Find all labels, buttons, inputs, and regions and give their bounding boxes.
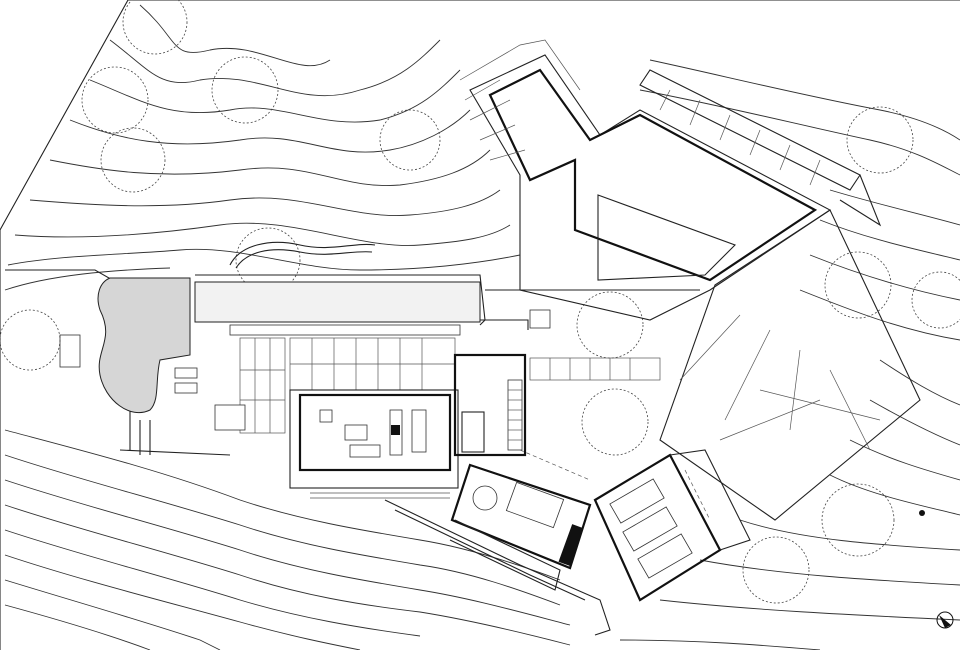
staircase [507, 379, 523, 451]
bathroom [461, 411, 485, 453]
car [622, 506, 678, 552]
swimming-pool [97, 277, 191, 413]
kitchen-wing [450, 463, 592, 570]
terrace-roof [194, 281, 481, 323]
upper-wing [459, 39, 882, 321]
north-arrow-icon [936, 611, 954, 629]
car [637, 533, 693, 579]
service-core [453, 353, 527, 457]
sofa [344, 424, 368, 441]
car [609, 478, 665, 524]
garden-path [229, 241, 376, 266]
kitchen-island [389, 409, 403, 456]
lower-terraces [384, 499, 611, 636]
living-pavilion [289, 389, 459, 489]
topographic-contours [4, 4, 960, 650]
round-table [472, 485, 498, 511]
paved-terrace [659, 209, 921, 521]
stepping-stones [519, 357, 711, 521]
garage [593, 449, 751, 602]
dining-table [411, 409, 427, 453]
terrace-paving [239, 337, 456, 434]
outdoor-dining-table [59, 334, 81, 368]
